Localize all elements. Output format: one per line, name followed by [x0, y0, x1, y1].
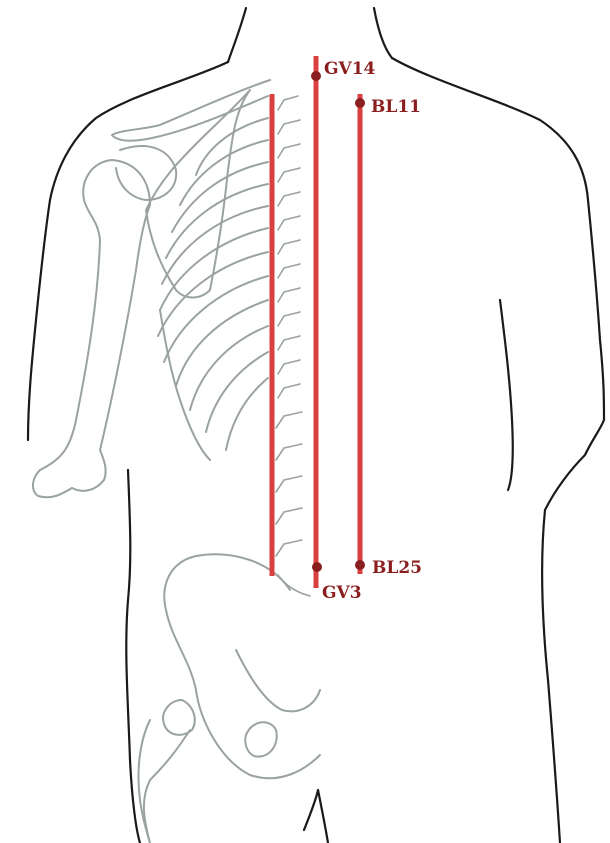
- rib: [172, 162, 268, 232]
- point-bl25-dot: [355, 560, 365, 570]
- vertebra: [278, 120, 300, 134]
- vertebra: [278, 96, 298, 110]
- point-gv3-dot: [312, 562, 322, 572]
- vertebra: [278, 240, 300, 254]
- point-gv14-dot: [311, 71, 321, 81]
- point-bl25-label: BL25: [372, 558, 422, 578]
- femur-neck: [144, 730, 190, 843]
- sacrum: [278, 575, 310, 596]
- left-shoulder-line: [28, 62, 228, 440]
- vertebra: [278, 384, 300, 398]
- point-gv3: GV3: [312, 562, 362, 603]
- vertebra: [278, 264, 300, 278]
- neck-left-line: [228, 8, 246, 62]
- point-gv14: GV14: [311, 59, 376, 81]
- point-bl25: BL25: [355, 558, 422, 578]
- humeral-head: [116, 146, 176, 200]
- vertebra: [276, 476, 302, 492]
- vertebra: [278, 288, 300, 302]
- point-gv3-label: GV3: [322, 583, 362, 603]
- rib: [176, 300, 268, 386]
- humerus: [33, 160, 150, 497]
- rib: [190, 326, 268, 410]
- rib: [206, 352, 268, 432]
- vertebra: [278, 192, 300, 206]
- vertebral-column: [276, 96, 310, 596]
- rib-lower-edge: [160, 310, 210, 460]
- vertebra: [278, 336, 300, 350]
- right-torso-line: [392, 58, 604, 843]
- vertebra: [278, 360, 300, 374]
- point-bl11: BL11: [355, 97, 421, 117]
- point-bl11-dot: [355, 98, 365, 108]
- vertebra: [276, 540, 302, 556]
- right-flank-line: [500, 300, 513, 490]
- rib: [180, 140, 268, 205]
- point-gv14-label: GV14: [324, 59, 376, 79]
- rib: [164, 276, 268, 362]
- pelvis: [164, 554, 320, 778]
- point-bl11-label: BL11: [371, 97, 421, 117]
- meridian-lines: [272, 56, 360, 588]
- obturator-foramen: [245, 722, 277, 756]
- vertebra: [278, 144, 300, 158]
- rib: [226, 378, 268, 450]
- gluteal-cleft-line: [304, 790, 328, 843]
- skeleton: [33, 80, 320, 843]
- clavicle: [112, 80, 270, 141]
- vertebra: [278, 216, 300, 230]
- sacroiliac-joint: [236, 650, 320, 711]
- neck-right-line: [374, 8, 392, 58]
- vertebra: [276, 444, 302, 460]
- vertebra: [276, 508, 302, 524]
- vertebra: [278, 312, 300, 326]
- vertebra: [278, 168, 300, 182]
- vertebra: [276, 412, 302, 428]
- acupoints: GV14 BL11 BL25 GV3: [311, 59, 422, 603]
